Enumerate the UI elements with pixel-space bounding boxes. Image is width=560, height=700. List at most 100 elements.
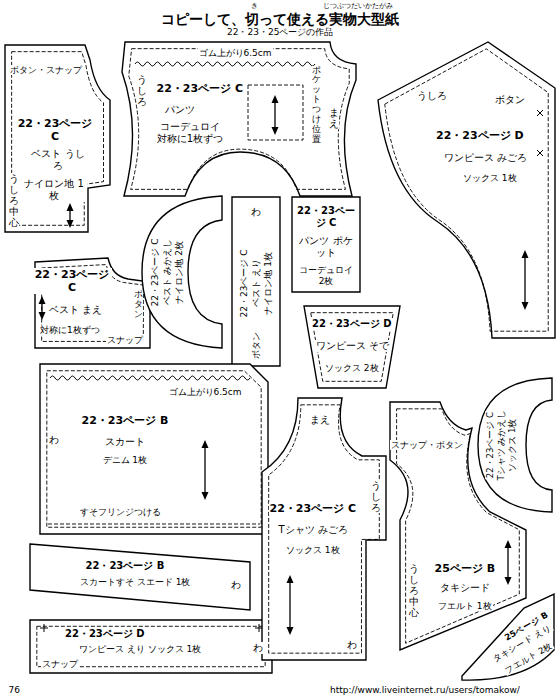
piece-label: わ bbox=[48, 434, 60, 446]
cut-line bbox=[30, 620, 272, 673]
piece-label: 22・23ページ C bbox=[156, 82, 245, 95]
pattern-outline bbox=[375, 38, 558, 342]
piece-label: 22・23ページ C bbox=[485, 411, 495, 479]
pattern-piece: 22・23ページ Cベスト まえ対称に1枚ずつボタンスナップ bbox=[32, 255, 153, 351]
piece-label: ゴム上がり6.5cm bbox=[168, 387, 243, 398]
grain-arrow-head bbox=[272, 127, 279, 135]
mark-line bbox=[537, 150, 543, 156]
piece-label: うしろ中心 bbox=[9, 173, 19, 228]
watermark: http://www.liveinternet.ru/users/tomakow… bbox=[329, 685, 521, 696]
piece-label: パンツ bbox=[164, 104, 196, 116]
cut-line bbox=[142, 196, 222, 348]
piece-label: ワンピース みごろ bbox=[443, 152, 528, 164]
grain-arrow-head bbox=[272, 95, 279, 103]
cut-line bbox=[122, 42, 356, 196]
piece-label: ポケットつけ位置 bbox=[312, 66, 321, 145]
piece-label: 22・23ページ C bbox=[150, 237, 161, 307]
mark-line bbox=[135, 62, 315, 66]
pattern-piece: 22・23ページ Bスカートすそ スエード 1枚わ bbox=[27, 541, 253, 613]
cut-line bbox=[462, 594, 554, 680]
piece-label: ボタン bbox=[251, 330, 262, 359]
grain-arrow-head bbox=[505, 540, 512, 548]
piece-label: わ bbox=[252, 642, 264, 654]
pattern-outline bbox=[118, 38, 360, 200]
pattern-piece: うしろボタン22・23ページ Dワンピース みごろソックス 1枚 bbox=[375, 38, 558, 342]
piece-label: まえ bbox=[329, 107, 339, 129]
piece-label: デニム 1枚 bbox=[102, 455, 149, 466]
piece-label: フエルト 1枚 bbox=[437, 601, 493, 612]
piece-label: ボタン・スナップ bbox=[9, 65, 83, 76]
mark-line bbox=[50, 376, 250, 380]
piece-label: 対称に1枚ずつ bbox=[39, 325, 101, 336]
piece-label: ソックス 1枚 bbox=[507, 418, 517, 473]
piece-label: ナイロン地 1枚 bbox=[262, 251, 273, 316]
cut-line bbox=[478, 378, 552, 512]
cut-line bbox=[30, 544, 250, 610]
furigana: じつぶつだいかたがみ bbox=[322, 2, 394, 10]
pattern-piece: 22・23ページ Dワンピース えり ソックス 1枚スナップわ bbox=[27, 617, 275, 676]
piece-label: スナップ・ボタン bbox=[390, 440, 464, 450]
pattern-piece: 22・23ページ C パンツ ポケットコーデュロイ 2枚 bbox=[290, 195, 362, 294]
pattern-piece: ゴム上がり6.5cm22・23ページ Bスカートデニム 1枚わすそフリンジつける bbox=[37, 361, 271, 537]
piece-label: 22・23ページ B bbox=[85, 560, 166, 572]
pattern-piece: ボタン・スナップ22・23ページ Cベスト うしろナイロン地 1枚うしろ中心 bbox=[2, 40, 114, 236]
piece-label: わ bbox=[250, 206, 262, 218]
piece-label: ベスト みかえし bbox=[162, 238, 173, 306]
piece-label: Tシャツ みごろ bbox=[278, 524, 349, 536]
cut-line bbox=[292, 197, 360, 292]
piece-label: 25ページ B bbox=[434, 562, 497, 575]
piece-label: Tシャツ みかえし bbox=[496, 409, 506, 482]
pattern-piece: 22・23ページ Cベスト みかえしナイロン地 2枚 bbox=[140, 193, 226, 351]
cut-line bbox=[40, 364, 268, 534]
sheet-subtitle: 22・23・25ページの作品 bbox=[226, 27, 334, 38]
grain-arrow-head bbox=[202, 440, 209, 448]
seam-line bbox=[269, 405, 380, 653]
piece-label: スナップ bbox=[106, 335, 144, 346]
piece-label: すそフリンジつける bbox=[79, 507, 162, 518]
pattern-piece: 22・23ページ CTシャツ みかえしソックス 1枚 bbox=[474, 374, 558, 516]
grain-arrow bbox=[507, 544, 508, 581]
piece-label: コーデュロイ 2枚 bbox=[295, 265, 357, 287]
piece-label: ソックス 1枚 bbox=[285, 545, 341, 556]
piece-label: コーデュロイ 対称に1枚ずつ bbox=[153, 121, 228, 145]
piece-label: ベスト えり bbox=[251, 258, 262, 308]
sheet-title: コピーして、切って使える実物大型紙 bbox=[160, 11, 400, 28]
seam-line bbox=[47, 371, 261, 527]
pattern-piece: ゴム上がり6.5cmうしろ22・23ページ Cパンツコーデュロイ 対称に1枚ずつ… bbox=[118, 38, 360, 200]
cut-line bbox=[304, 306, 400, 388]
piece-label: ワンピース そで bbox=[315, 340, 390, 352]
piece-label: 22・23ページ C bbox=[269, 502, 358, 515]
piece-label: ナイロン地 1枚 bbox=[21, 178, 87, 202]
piece-label: わ bbox=[230, 579, 242, 591]
piece-label: 22・23ページ C bbox=[295, 205, 357, 229]
grain-arrow-head bbox=[39, 296, 46, 304]
piece-label: ナイロン地 2枚 bbox=[173, 240, 184, 305]
grain-arrow-head bbox=[67, 220, 74, 228]
grain-arrow-head bbox=[39, 312, 46, 320]
piece-label: 22・23ページ D bbox=[435, 129, 525, 142]
piece-label: 22・23ページ D bbox=[311, 318, 393, 330]
placement-line bbox=[248, 85, 303, 140]
grain-arrow bbox=[274, 99, 275, 131]
cut-line bbox=[232, 197, 280, 366]
piece-label: ベスト うしろ bbox=[28, 148, 88, 172]
mark-line bbox=[40, 624, 48, 632]
piece-label: ボタン bbox=[494, 94, 526, 106]
piece-label: わ bbox=[346, 639, 358, 651]
grain-arrow-head bbox=[287, 575, 294, 583]
placement-line bbox=[48, 524, 260, 525]
mark-line bbox=[537, 110, 543, 116]
pattern-piece: わ22・23ページ Cベスト えりナイロン地 1枚ボタン bbox=[229, 194, 283, 369]
piece-label: うしろ中心 bbox=[409, 563, 419, 618]
cut-line bbox=[5, 45, 110, 232]
piece-label: 22・23ページ B bbox=[81, 414, 170, 427]
grain-arrow bbox=[289, 579, 290, 631]
piece-label: パンツ ポケット bbox=[295, 235, 357, 259]
piece-label: うしろ bbox=[371, 480, 381, 513]
piece-label: ボタン bbox=[134, 290, 143, 320]
piece-label: ゴム上がり6.5cm bbox=[198, 48, 273, 59]
grain-arrow bbox=[524, 254, 525, 306]
piece-label: ワンピース えり ソックス 1枚 bbox=[78, 644, 202, 655]
piece-label: ベスト まえ bbox=[48, 304, 103, 316]
